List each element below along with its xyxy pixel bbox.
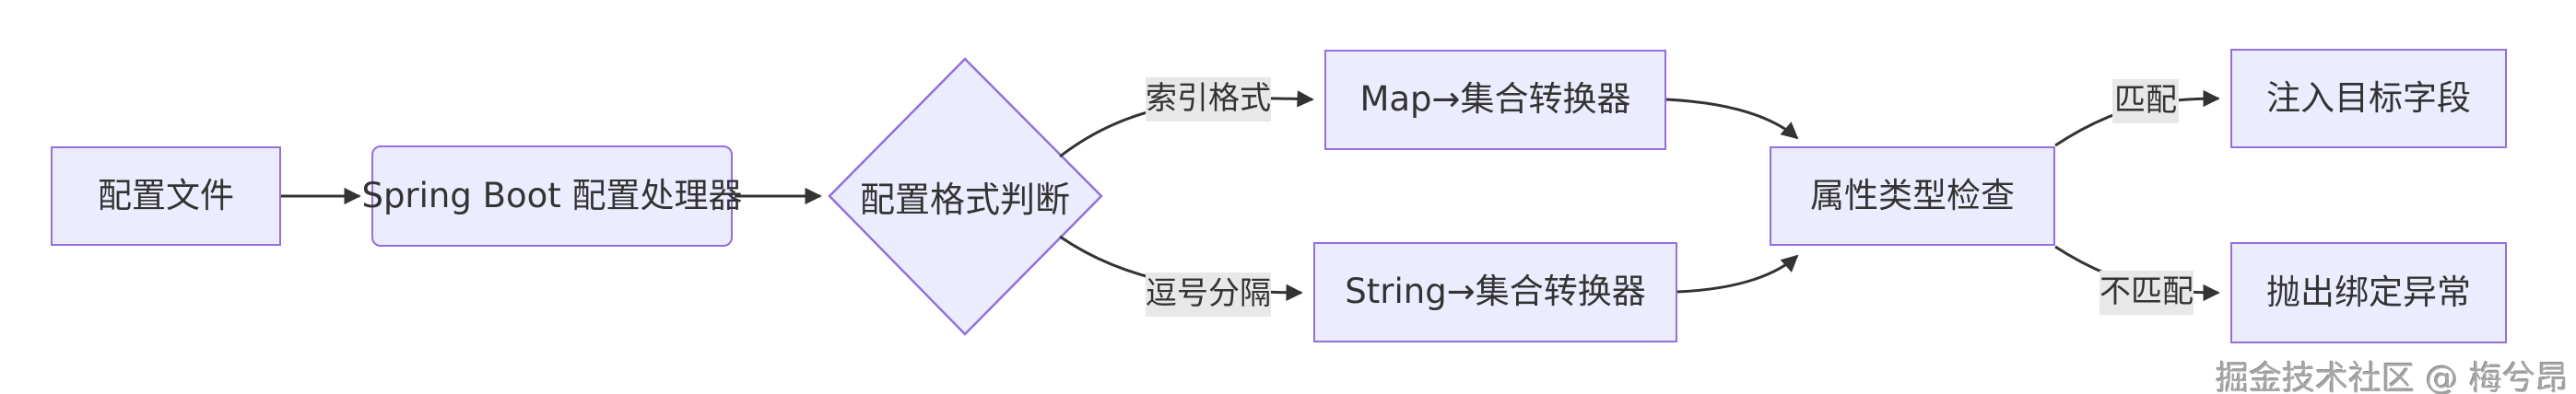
edge-map-to-typecheck	[1665, 98, 1799, 140]
node-string-converter: String→集合转换器	[1313, 242, 1677, 342]
edge-string-to-typecheck	[1676, 254, 1799, 294]
node-string-converter-label: String→集合转换器	[1345, 272, 1646, 312]
node-throw-exception: 抛出绑定异常	[2230, 242, 2507, 343]
node-format-decision-shape	[828, 57, 1103, 336]
edge-label-match: 匹配	[2112, 79, 2179, 123]
edge-label-comma-separated: 逗号分隔	[1146, 272, 1271, 317]
node-config-file-label: 配置文件	[98, 175, 234, 215]
node-inject-field-label: 注入目标字段	[2266, 77, 2471, 118]
node-spring-boot-processor: Spring Boot 配置处理器	[361, 145, 743, 247]
node-throw-exception-label: 抛出绑定异常	[2266, 272, 2471, 312]
node-config-file: 配置文件	[51, 146, 281, 246]
edge-label-index-format: 索引格式	[1146, 77, 1271, 122]
node-format-decision-label: 配置格式判断	[859, 179, 1070, 220]
edge-label-no-match: 不匹配	[2100, 271, 2194, 315]
node-spring-boot-processor-label: Spring Boot 配置处理器	[361, 175, 743, 215]
node-type-check: 属性类型检查	[1770, 146, 2055, 246]
node-map-converter-label: Map→集合转换器	[1359, 79, 1631, 120]
watermark-text: 掘金技术社区 @ 梅兮昂	[2216, 360, 2569, 394]
node-type-check-label: 属性类型检查	[1810, 175, 2015, 215]
node-inject-field: 注入目标字段	[2230, 49, 2507, 148]
node-map-converter: Map→集合转换器	[1324, 50, 1666, 150]
